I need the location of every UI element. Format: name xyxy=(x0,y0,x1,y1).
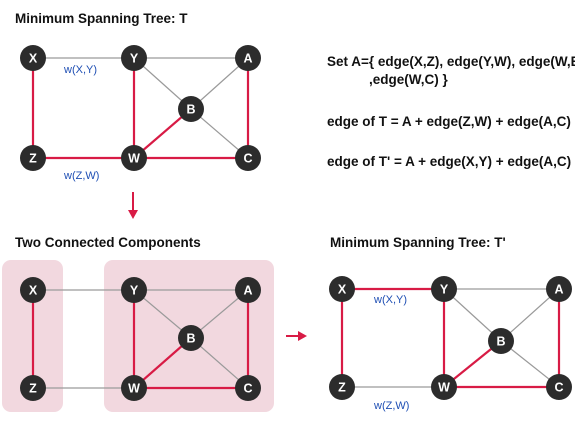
node-circle xyxy=(235,145,261,171)
node-circle xyxy=(235,277,261,303)
node-circle xyxy=(235,45,261,71)
node-label: A xyxy=(554,283,563,297)
node-z: Z xyxy=(329,374,355,400)
node-circle xyxy=(121,277,147,303)
node-label: C xyxy=(243,152,252,166)
node-label: W xyxy=(128,152,140,166)
node-y: Y xyxy=(431,276,457,302)
node-label: C xyxy=(243,382,252,396)
node-z: Z xyxy=(20,375,46,401)
node-label: X xyxy=(338,283,347,297)
edges-of-t: edge of T = A + edge(Z,W) + edge(A,C) xyxy=(327,114,571,129)
node-label: B xyxy=(186,332,195,346)
set-a-line1: Set A={ edge(X,Z), edge(Y,W), edge(W,B) xyxy=(327,54,575,69)
title-two-components: Two Connected Components xyxy=(15,235,201,250)
equations: Set A={ edge(X,Z), edge(Y,W), edge(W,B) … xyxy=(327,54,575,169)
arrow-down xyxy=(128,192,138,219)
node-label: C xyxy=(554,381,563,395)
node-label: X xyxy=(29,52,38,66)
node-x: X xyxy=(20,45,46,71)
node-y: Y xyxy=(121,45,147,71)
node-w: W xyxy=(121,375,147,401)
title-mst-tprime: Minimum Spanning Tree: T' xyxy=(330,235,506,250)
node-label: Y xyxy=(130,284,139,298)
node-circle xyxy=(178,96,204,122)
node-w: W xyxy=(431,374,457,400)
node-circle xyxy=(178,325,204,351)
node-label: A xyxy=(243,52,252,66)
node-circle xyxy=(488,328,514,354)
node-circle xyxy=(121,45,147,71)
node-circle xyxy=(431,276,457,302)
set-a-line2: ,edge(W,C) } xyxy=(369,72,448,87)
node-circle xyxy=(20,277,46,303)
nodes: X Y A B Z W C xyxy=(329,276,572,400)
graph-t: w(X,Y) w(Z,W) X Y A B Z W C xyxy=(20,45,261,182)
weight-labels: w(X,Y) w(Z,W) xyxy=(63,64,99,182)
node-circle xyxy=(546,374,572,400)
node-x: X xyxy=(329,276,355,302)
node-label: W xyxy=(438,381,450,395)
nodes: X Y A B Z W C xyxy=(20,277,261,401)
node-circle xyxy=(20,375,46,401)
node-label: Z xyxy=(338,381,346,395)
node-label: X xyxy=(29,284,38,298)
node-label: Z xyxy=(29,152,37,166)
node-label: A xyxy=(243,284,252,298)
weight-label-xy: w(X,Y) xyxy=(63,64,97,76)
node-circle xyxy=(235,375,261,401)
node-circle xyxy=(329,374,355,400)
node-b: B xyxy=(178,325,204,351)
node-w: W xyxy=(121,145,147,171)
node-a: A xyxy=(546,276,572,302)
node-circle xyxy=(20,145,46,171)
graph-tprime: w(X,Y) w(Z,W) X Y A B Z W C xyxy=(329,276,572,412)
node-label: Y xyxy=(130,52,139,66)
arrow-right xyxy=(286,331,307,341)
nodes: X Y A B Z W C xyxy=(20,45,261,171)
weight-label-zw: w(Z,W) xyxy=(63,170,99,182)
node-circle xyxy=(121,145,147,171)
node-b: B xyxy=(488,328,514,354)
weight-label-zw: w(Z,W) xyxy=(373,400,409,412)
node-x: X xyxy=(20,277,46,303)
weight-label-xy: w(X,Y) xyxy=(373,294,407,306)
node-label: B xyxy=(186,103,195,117)
node-circle xyxy=(431,374,457,400)
node-c: C xyxy=(235,145,261,171)
edges-of-tprime: edge of T' = A + edge(X,Y) + edge(A,C) xyxy=(327,154,571,169)
node-y: Y xyxy=(121,277,147,303)
node-circle xyxy=(20,45,46,71)
node-c: C xyxy=(235,375,261,401)
node-a: A xyxy=(235,45,261,71)
node-circle xyxy=(121,375,147,401)
node-c: C xyxy=(546,374,572,400)
node-b: B xyxy=(178,96,204,122)
node-label: B xyxy=(496,335,505,349)
title-mst-t: Minimum Spanning Tree: T xyxy=(15,11,188,26)
node-label: W xyxy=(128,382,140,396)
node-a: A xyxy=(235,277,261,303)
node-label: Z xyxy=(29,382,37,396)
weight-labels: w(X,Y) w(Z,W) xyxy=(373,294,409,412)
node-circle xyxy=(329,276,355,302)
node-label: Y xyxy=(440,283,449,297)
node-circle xyxy=(546,276,572,302)
node-z: Z xyxy=(20,145,46,171)
graph-components: X Y A B Z W C xyxy=(20,277,261,401)
